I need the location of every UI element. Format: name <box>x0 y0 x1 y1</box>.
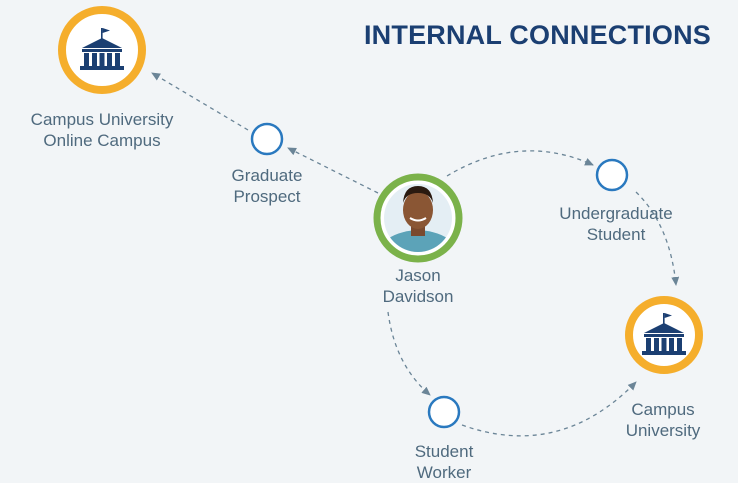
connector-graduate-to-online <box>151 72 249 131</box>
campus-university-label: Campus University <box>626 399 701 441</box>
person-last-name: Davidson <box>382 287 454 306</box>
connector-undergraduate-to-campus <box>635 191 680 286</box>
connector-person-to-worker <box>387 311 431 396</box>
undergraduate-student-label-line1: Undergraduate <box>559 204 673 223</box>
student-worker-label-line1: Student <box>414 442 474 461</box>
graduate-prospect-label-line1: Graduate <box>231 166 303 185</box>
graduate-prospect-label-line2: Prospect <box>233 187 301 206</box>
connector-person-to-undergraduate <box>446 150 594 177</box>
online-campus-label-line2: Online Campus <box>43 131 161 150</box>
online-campus-node[interactable] <box>58 6 146 94</box>
connector-person-to-graduate <box>287 147 379 194</box>
page-title: INTERNAL CONNECTIONS <box>363 20 711 50</box>
connector-worker-to-campus <box>461 381 637 437</box>
undergraduate-student-label: Undergraduate Student <box>559 203 672 245</box>
online-campus-label-line1: Campus University <box>30 110 174 129</box>
person-first-name: Jason <box>395 266 441 285</box>
person-name-label: Jason Davidson <box>383 265 454 307</box>
student-worker-label: Student Worker <box>415 441 474 483</box>
person-photo-icon <box>384 184 452 252</box>
campus-university-label-line1: Campus <box>631 400 695 419</box>
campus-university-label-line2: University <box>625 421 701 440</box>
graduate-prospect-node[interactable] <box>250 122 284 156</box>
graduate-prospect-label: Graduate Prospect <box>232 165 303 207</box>
undergraduate-student-node[interactable] <box>595 158 629 192</box>
person-avatar[interactable] <box>372 173 464 263</box>
undergraduate-student-label-line2: Student <box>586 225 646 244</box>
online-campus-label: Campus University Online Campus <box>31 109 174 151</box>
campus-university-node[interactable] <box>625 296 703 374</box>
student-worker-label-line2: Worker <box>416 463 472 482</box>
student-worker-node[interactable] <box>427 395 461 429</box>
